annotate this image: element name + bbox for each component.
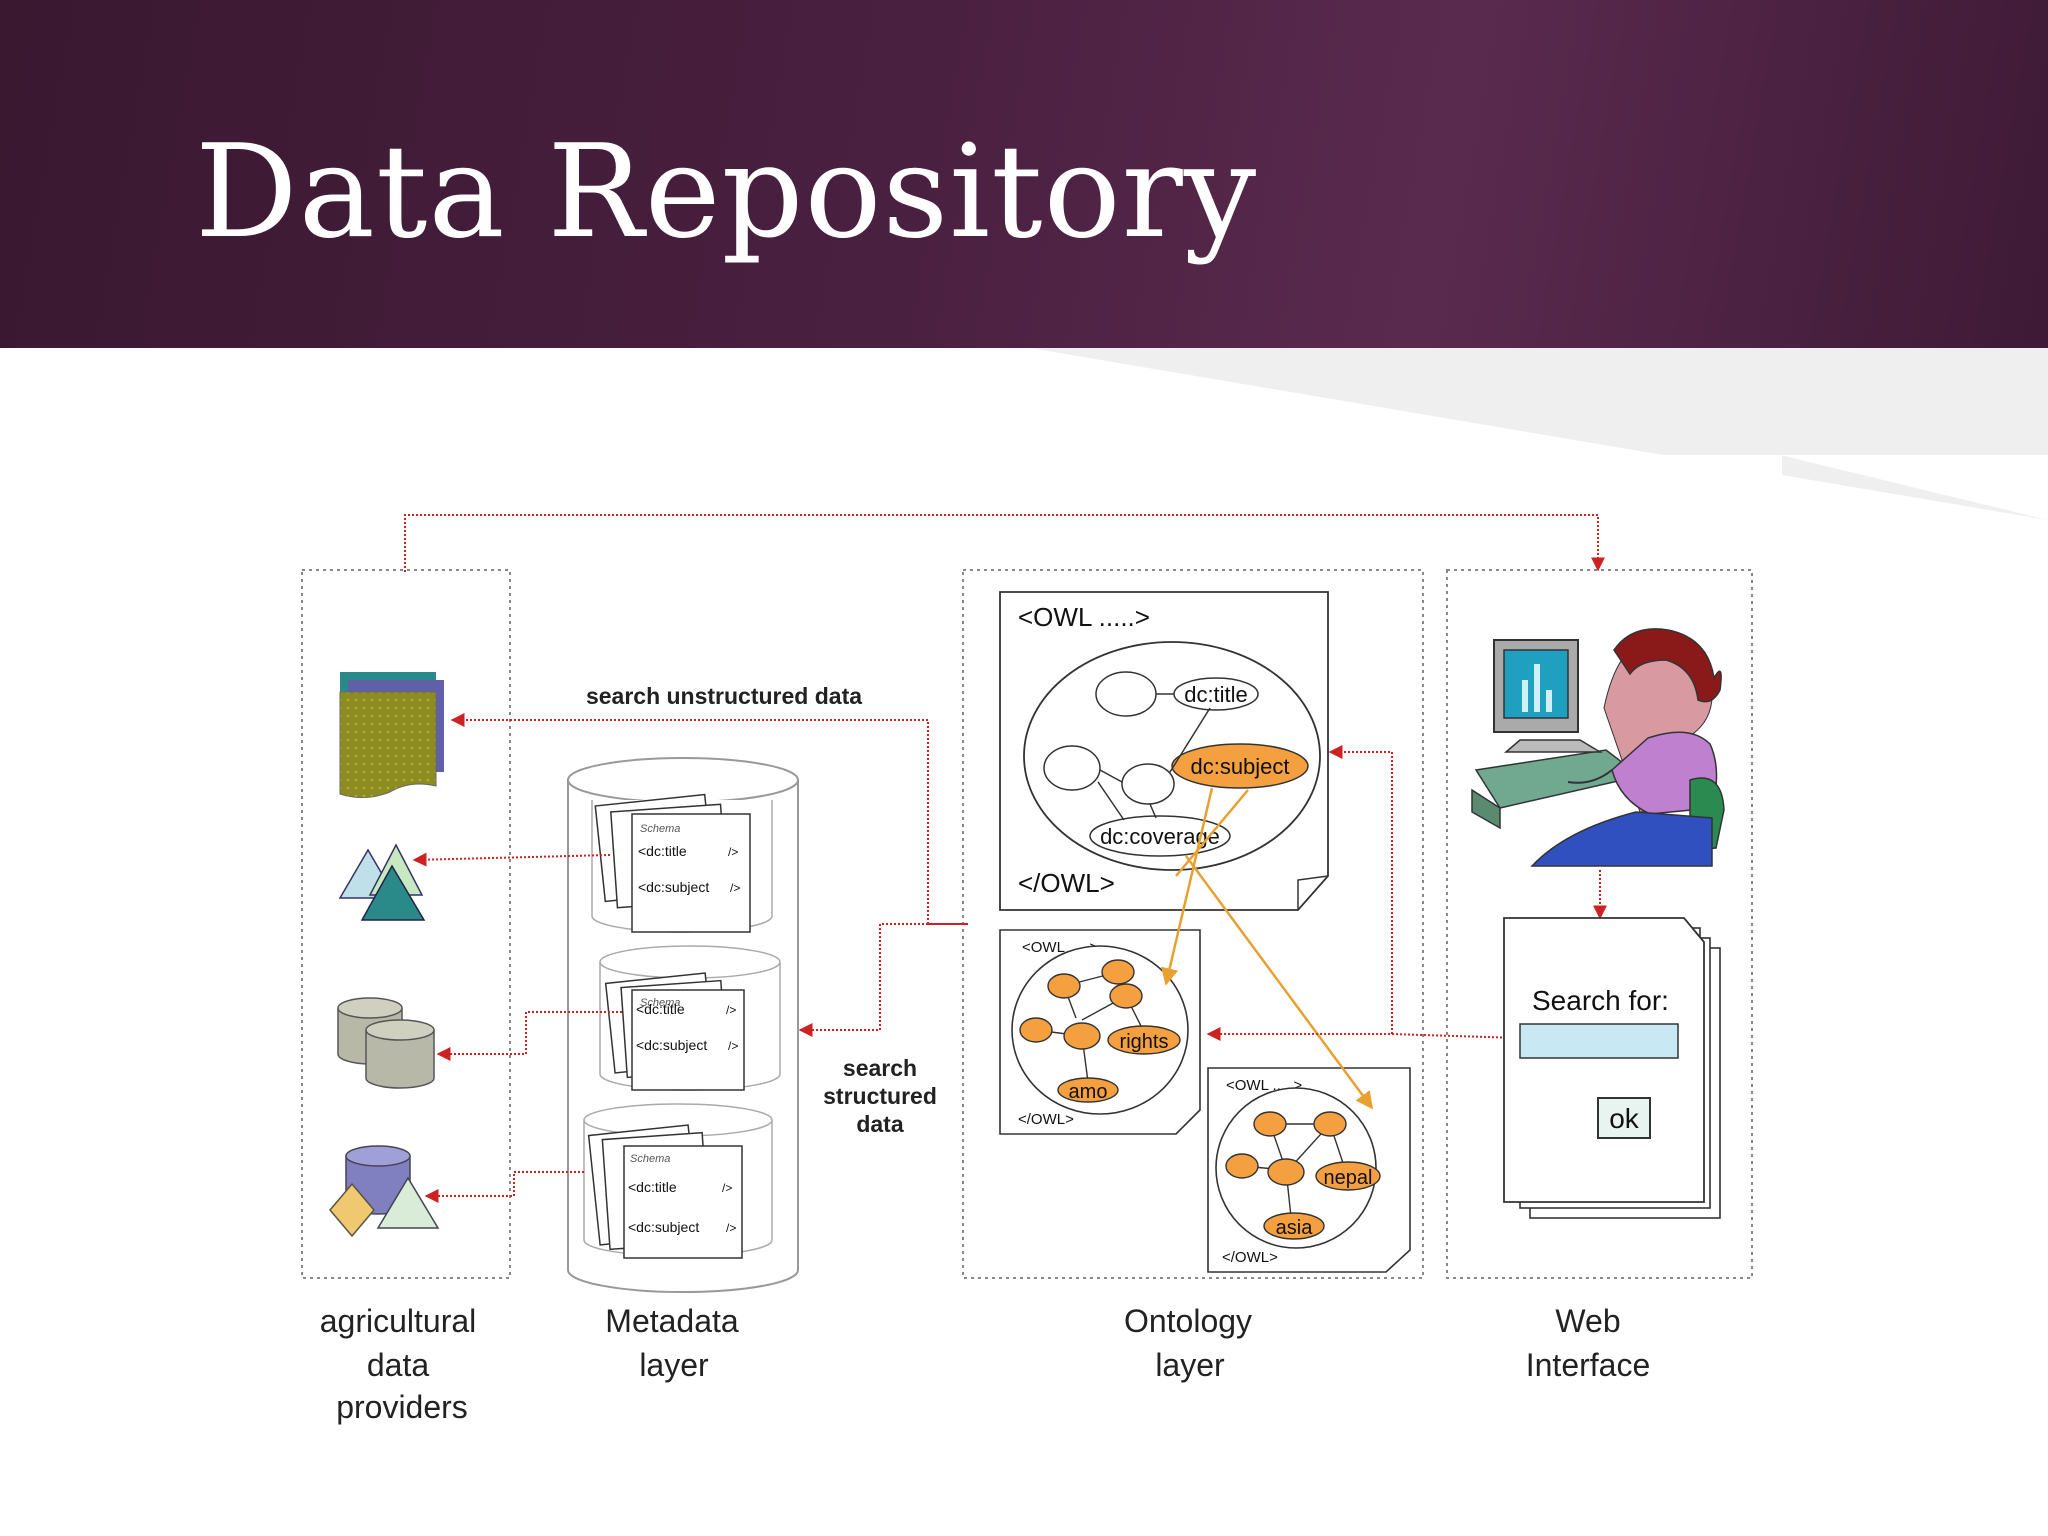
label-metadata-2: layer [639, 1347, 709, 1383]
architecture-diagram: Schema <dc:title /> <dc:subject /> Schem… [282, 348, 2048, 1465]
field-end: /> [730, 881, 740, 895]
schema-label: Schema [640, 823, 680, 835]
schema-label: Schema [630, 1153, 670, 1165]
slide-header: Data Repository [0, 0, 2048, 348]
node-nepal: nepal [1324, 1167, 1373, 1189]
field-dc-title: <dc:title [628, 1179, 677, 1195]
arrow-to-doc-provider [450, 713, 929, 924]
arrow-web-to-owl-main [1328, 745, 1393, 1034]
triangles-icon [338, 843, 426, 921]
field-end: /> [726, 1003, 736, 1017]
field-dc-subject: <dc:subject [636, 1037, 707, 1053]
mapping-arrow-cross [1175, 789, 1249, 877]
arrow-web-to-owl-small [1206, 1027, 1519, 1041]
document-stack-icon [339, 672, 444, 798]
owl-small-document-1: <OWL .....> </OWL> rights [999, 929, 1201, 1135]
label-providers-1: agricultural [320, 1303, 477, 1339]
ok-button[interactable] [1597, 1097, 1651, 1139]
owl-close-tag: </OWL> [1222, 1249, 1278, 1266]
arrow-to-databases [436, 1011, 622, 1061]
field-end: /> [726, 1221, 736, 1235]
user-computer-icon [1471, 628, 1725, 867]
label-providers-3: providers [336, 1389, 468, 1425]
label-search-structured-3: data [856, 1111, 904, 1137]
label-web-2: Interface [1526, 1347, 1651, 1383]
node-dc-title: dc:title [1184, 682, 1248, 707]
search-for-label: Search for: [1532, 985, 1669, 1016]
label-search-structured-2: structured [823, 1083, 937, 1109]
web-form-pages: Search for: ok [1503, 917, 1721, 1219]
schema-label: Schema [640, 997, 680, 1009]
ok-button-label: ok [1609, 1103, 1640, 1134]
database-cylinders-icon [337, 997, 435, 1089]
label-metadata-1: Metadata [605, 1303, 739, 1339]
mapping-arrow-nepal [1184, 855, 1374, 1110]
label-search-structured-1: search [843, 1055, 917, 1081]
field-dc-subject: <dc:subject [638, 879, 709, 895]
node-asia: asia [1276, 1217, 1314, 1239]
field-end: /> [728, 1039, 738, 1053]
label-ontology-2: layer [1155, 1347, 1225, 1383]
shapes-database-icon [329, 1145, 440, 1238]
arrow-structured-search [798, 923, 968, 1037]
arrow-to-triangles [412, 852, 611, 867]
metadata-doc-stack-3: Schema <dc:title /> <dc:subject /> [587, 1124, 743, 1259]
label-ontology-1: Ontology [1124, 1303, 1252, 1339]
owl-main-document: <OWL .....> </OWL> dc:title dc:subject d… [999, 591, 1329, 911]
background-wedge-light [1030, 348, 2048, 520]
arrow-to-shapes [424, 1171, 584, 1203]
background-wedge-gray [1780, 455, 2048, 520]
node-amo: amo [1069, 1081, 1108, 1103]
top-feedback-arrow [404, 514, 1605, 572]
search-input[interactable] [1519, 1023, 1679, 1059]
slide-title: Data Repository [195, 118, 1258, 267]
owl-close-tag: </OWL> [1018, 868, 1115, 898]
label-providers-2: data [367, 1347, 429, 1383]
mapping-arrow-rights [1161, 787, 1214, 986]
web-layer-frame [1446, 569, 1753, 1279]
field-dc-subject: <dc:subject [628, 1219, 699, 1235]
field-end: /> [722, 1181, 732, 1195]
node-rights: rights [1120, 1031, 1169, 1053]
field-end: /> [728, 845, 738, 859]
owl-open-tag: <OWL .....> [1018, 602, 1150, 632]
node-dc-subject: dc:subject [1190, 754, 1289, 779]
field-dc-title: <dc:title [636, 1001, 685, 1017]
metadata-doc-stack-2: Schema <dc:title /> <dc:subject /> [604, 972, 745, 1091]
owl-small-document-2: <OWL .....> </OWL> nepal asia [1207, 1067, 1411, 1273]
metadata-doc-stack-1: Schema <dc:title /> <dc:subject /> [594, 793, 751, 933]
label-web-1: Web [1555, 1303, 1620, 1339]
owl-close-tag: </OWL> [1018, 1111, 1074, 1128]
field-dc-title: <dc:title [638, 843, 687, 859]
label-search-unstructured: search unstructured data [586, 683, 862, 709]
providers-layer-frame [301, 569, 511, 1279]
